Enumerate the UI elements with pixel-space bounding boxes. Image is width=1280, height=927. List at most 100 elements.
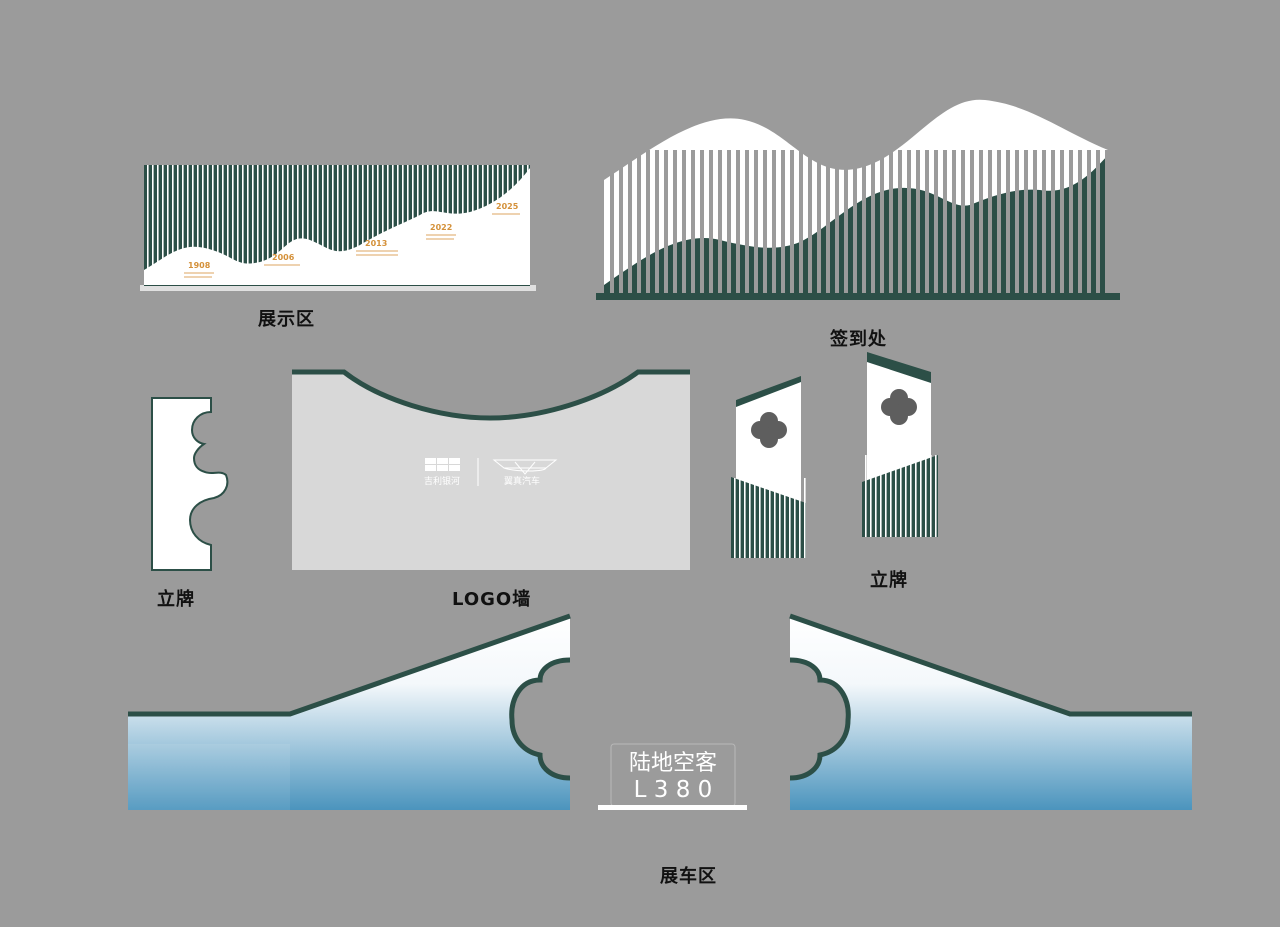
slat: [739, 478, 741, 558]
slat: [900, 455, 902, 537]
slat: [162, 165, 164, 285]
slat: [826, 150, 830, 293]
slat: [242, 165, 244, 285]
slat: [217, 165, 219, 285]
slat: [1087, 150, 1091, 293]
slat: [152, 165, 154, 285]
slat: [875, 455, 877, 537]
slat: [915, 455, 917, 537]
slat: [397, 165, 399, 285]
slat: [853, 150, 857, 293]
slat: [372, 165, 374, 285]
slat: [377, 165, 379, 285]
slat: [342, 165, 344, 285]
plate-line-2: L 3 8 0: [634, 777, 713, 803]
slat: [367, 165, 369, 285]
slat: [898, 150, 902, 293]
slat: [779, 478, 781, 558]
slat: [252, 165, 254, 285]
slat: [357, 165, 359, 285]
quatrefoil-icon-2: [881, 389, 917, 425]
slat: [749, 478, 751, 558]
slat: [808, 150, 812, 293]
slat: [1024, 150, 1028, 293]
car-nameplate: 陆地空客 L 3 8 0: [598, 743, 747, 810]
slat: [655, 150, 659, 293]
slat: [930, 455, 932, 537]
slat: [691, 150, 695, 293]
slat: [781, 150, 785, 293]
slat: [979, 150, 983, 293]
slat: [317, 165, 319, 285]
slat: [637, 150, 641, 293]
label-checkin: 签到处: [830, 329, 887, 350]
slat: [257, 165, 259, 285]
slat: [804, 478, 806, 558]
slat: [287, 165, 289, 285]
slat: [1105, 150, 1109, 293]
slat: [202, 165, 204, 285]
slat: [192, 165, 194, 285]
slat: [799, 478, 801, 558]
slat: [889, 150, 893, 293]
slat: [177, 165, 179, 285]
slat: [754, 150, 758, 293]
slat: [759, 478, 761, 558]
label-exhibit-area: 展示区: [258, 309, 315, 330]
slat: [885, 455, 887, 537]
slat: [302, 165, 304, 285]
slat: [744, 478, 746, 558]
label-sign-right: 立牌: [870, 570, 908, 591]
standing-sign-2: [862, 352, 938, 537]
slat: [347, 165, 349, 285]
slat: [610, 150, 614, 293]
slat: [157, 165, 159, 285]
slat: [312, 165, 314, 285]
slat: [307, 165, 309, 285]
logo-emblem-right: [492, 459, 558, 475]
slat: [222, 165, 224, 285]
slat: [267, 165, 269, 285]
slat: [844, 150, 848, 293]
timeline-year-1908: 1908: [188, 261, 211, 270]
slat: [262, 165, 264, 285]
car-area-left-wall: [128, 613, 571, 810]
slat: [207, 165, 209, 285]
slat: [387, 165, 389, 285]
label-logo-wall: LOGO墙: [452, 589, 532, 610]
slat: [700, 150, 704, 293]
slat: [734, 478, 736, 558]
slat: [1060, 150, 1064, 293]
slat: [327, 165, 329, 285]
slat: [272, 165, 274, 285]
slat: [167, 165, 169, 285]
slat: [988, 150, 992, 293]
slat: [736, 150, 740, 293]
slat: [952, 150, 956, 293]
label-sign-left: 立牌: [157, 589, 195, 610]
slat: [925, 150, 929, 293]
checkin-desk: [596, 99, 1120, 300]
slat: [943, 150, 947, 293]
slat: [1015, 150, 1019, 293]
slat: [182, 165, 184, 285]
slat: [1042, 150, 1046, 293]
slat: [774, 478, 776, 558]
slat: [1033, 150, 1037, 293]
slat: [880, 150, 884, 293]
slat: [934, 150, 938, 293]
timeline-year-2013: 2013: [365, 239, 387, 248]
slat: [352, 165, 354, 285]
checkin-stripes: [610, 150, 1109, 293]
slat: [784, 478, 786, 558]
slat: [362, 165, 364, 285]
logo-brand-right: 翼真汽车: [504, 475, 540, 487]
slat: [920, 455, 922, 537]
slat: [646, 150, 650, 293]
slat: [1069, 150, 1073, 293]
slat: [910, 455, 912, 537]
timeline-year-2006: 2006: [272, 253, 295, 262]
slat: [247, 165, 249, 285]
exhibit-wall: 1908 2006 2013 2022 2025: [140, 165, 536, 291]
